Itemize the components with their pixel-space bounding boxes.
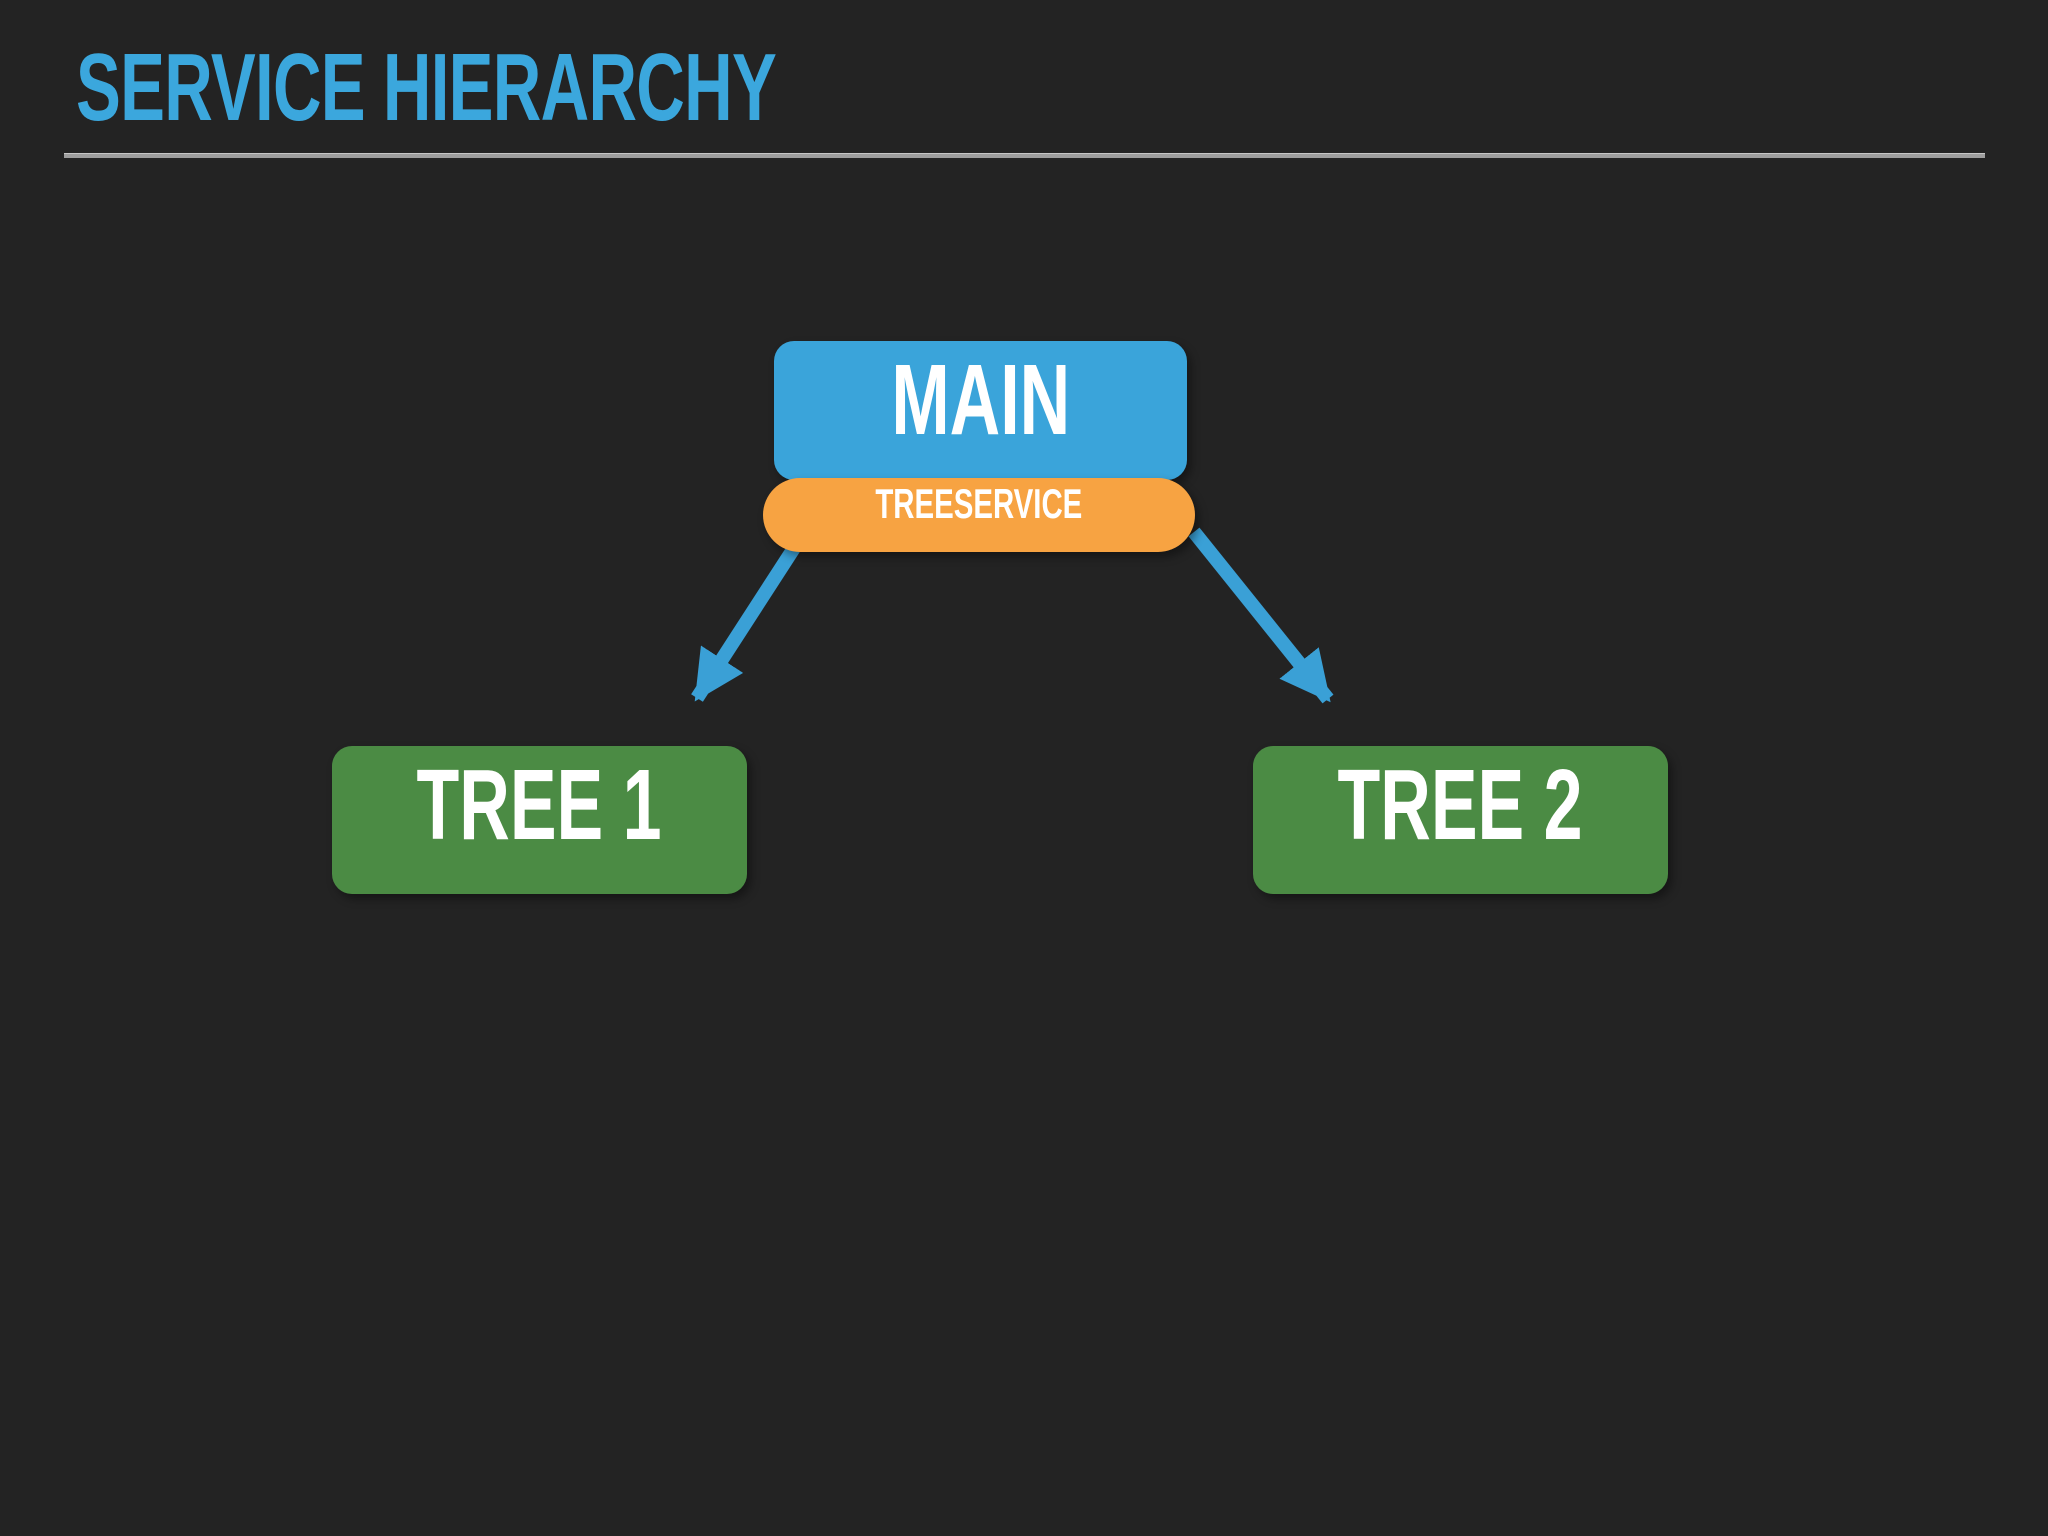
node-tree-2-label: TREE 2 [1337,749,1584,861]
arrow-to-tree1 [691,541,802,702]
title-underline [64,153,1985,158]
node-tree-1-label: TREE 1 [416,749,663,861]
arrow-to-tree2 [1188,527,1334,704]
node-main: MAIN [774,341,1187,480]
node-tree-2: TREE 2 [1253,746,1668,894]
page-title-text: SERVICE HIERARCHY [76,34,777,141]
page-title: SERVICE HIERARCHY [76,40,1076,136]
node-treeservice: TREESERVICE [763,478,1195,552]
node-tree-1: TREE 1 [332,746,747,894]
node-treeservice-label: TREESERVICE [875,480,1083,527]
node-main-label: MAIN [891,344,1070,456]
